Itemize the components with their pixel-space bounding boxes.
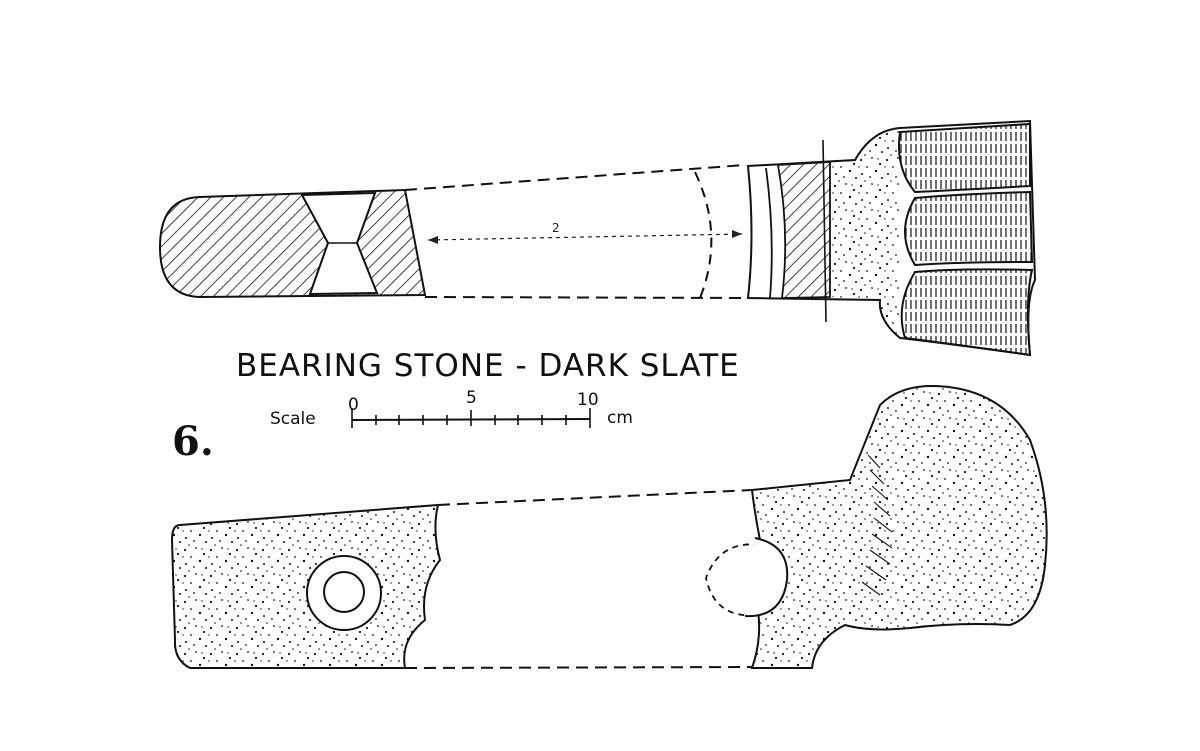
bottom-dashed-bottom (404, 666, 753, 669)
groove-3 (900, 268, 1034, 357)
left-hole (306, 555, 382, 631)
scale-label: Scale (270, 409, 316, 429)
drawing-title: BEARING STONE - DARK SLATE (236, 348, 740, 384)
scale-bar: Scale 0 5 10 cm (270, 388, 633, 429)
groove-1 (898, 122, 1031, 194)
right-plan-fragment (750, 384, 1048, 669)
scale-unit: cm (607, 408, 633, 428)
groove-2 (904, 190, 1034, 267)
stippled-shoulder (830, 128, 900, 338)
bottom-view (170, 384, 1048, 669)
bottom-dashed-top (437, 489, 753, 506)
right-hole (705, 537, 789, 618)
dashed-bottom-edge (424, 296, 746, 299)
left-plan-fragment (170, 503, 442, 669)
scale-tick-5: 5 (466, 388, 477, 408)
dimension-label: 2 (552, 221, 560, 235)
dimension-arrow: 2 (427, 221, 743, 244)
top-view: 2 (158, 119, 1037, 357)
scale-tick-10: 10 (577, 390, 599, 410)
scale-tick-0: 0 (348, 395, 359, 415)
left-end-section (158, 188, 427, 299)
neck-shading (861, 454, 893, 596)
right-section-hatch (776, 161, 831, 299)
figure-number: 6. (172, 418, 214, 465)
dashed-top-edge (404, 164, 746, 191)
